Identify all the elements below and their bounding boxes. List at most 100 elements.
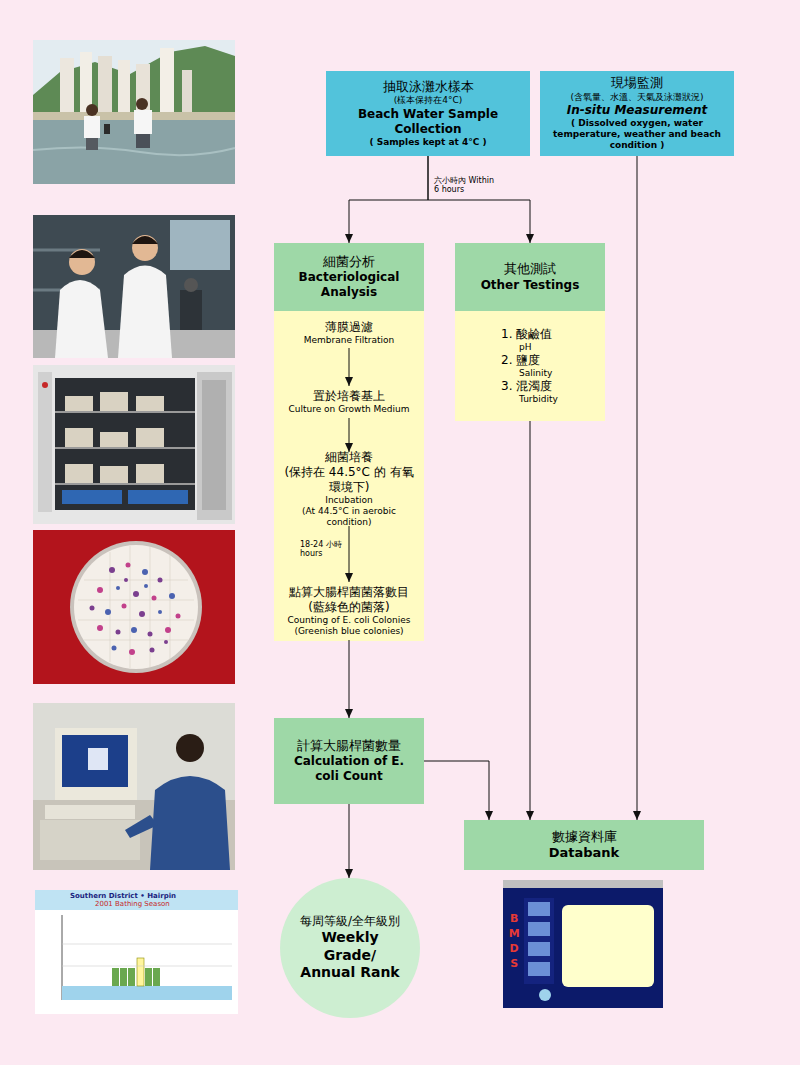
- test-list-box: 1. 酸鹼值pH2. 鹽度Salinity3. 混濁度Turbidity: [455, 311, 605, 421]
- bacteria-colony: [129, 649, 135, 655]
- node-text: Weekly Grade/ Annual Rank: [298, 929, 402, 982]
- petri-dish-photo: [70, 541, 202, 673]
- node-text: (保持在 44.5°C 的 有氧環境下): [284, 465, 414, 495]
- node-text: Membrane Filtration: [304, 335, 395, 346]
- node-text: 2. 鹽度: [501, 353, 540, 368]
- bacteria-colony: [133, 591, 139, 597]
- beach-photo: [118, 60, 130, 118]
- grade-chart-photo: [62, 986, 232, 1000]
- bacteria-colony: [90, 563, 181, 656]
- in-situ-box: 現場監測(含氧量、水溫、天氣及泳灘狀況)In-situ Measurement(…: [540, 71, 734, 156]
- node-text: 抽取泳灘水樣本: [383, 79, 474, 95]
- node-text: 其他測試: [504, 261, 556, 277]
- lab-photo: [180, 290, 202, 330]
- incubator-photo: [65, 396, 93, 411]
- bacteria-colony: [148, 632, 153, 637]
- node-text: 計算大腸桿菌數量: [297, 738, 401, 754]
- flow-arrow: [349, 348, 350, 386]
- bacteria-colony: [116, 630, 121, 635]
- petri-dish-photo: [170, 554, 171, 660]
- node-text: Databank: [549, 845, 620, 861]
- incubator-photo: [65, 428, 93, 447]
- node-text: Beach Water Sample Collection: [332, 107, 524, 137]
- photo-caption: 2001 Bathing Season: [95, 900, 205, 908]
- bacteria-colony: [158, 610, 162, 614]
- bacteria-colony: [150, 648, 155, 653]
- database-screenshot: [528, 902, 550, 916]
- node-text: 每周等級/全年級別: [300, 914, 400, 929]
- petri-dish-photo: [33, 530, 235, 684]
- database-screenshot: [539, 989, 551, 1001]
- bacteria-colony: [124, 578, 128, 582]
- beach-photo: [136, 98, 148, 110]
- incubator-photo: [33, 365, 235, 524]
- result-circle: 每周等級/全年級別Weekly Grade/ Annual Rank: [280, 878, 420, 1018]
- process-header: 細菌分析Bacteriological Analysis: [274, 243, 424, 311]
- flow-arrow: [349, 156, 428, 243]
- beach-photo: [134, 110, 152, 134]
- flow-arrow: [349, 526, 350, 582]
- node-text: 1. 酸鹼值: [501, 327, 552, 342]
- lab-photo: [132, 235, 158, 261]
- bacteria-colony: [126, 563, 131, 568]
- computer-photo: [55, 728, 137, 800]
- bacteria-colony: [116, 586, 120, 590]
- node-text: Bacteriological Analysis: [280, 270, 418, 300]
- beach-photo: [98, 56, 112, 118]
- process-step: 置於培養基上Culture on Growth Medium: [274, 386, 424, 418]
- circle-outline: [280, 878, 420, 1018]
- computer-photo: [40, 820, 140, 860]
- grade-chart-photo: [35, 890, 238, 1014]
- computer-photo: [88, 748, 108, 770]
- node-text: In-situ Measurement: [567, 103, 708, 118]
- bacteria-colony: [105, 609, 111, 615]
- node-text: Culture on Growth Medium: [288, 404, 409, 415]
- bacteria-colony: [165, 627, 171, 633]
- process-header: 其他測試Other Testings: [455, 243, 605, 311]
- incubator-photo: [100, 466, 128, 483]
- incubator-photo: [136, 428, 164, 447]
- node-text: ( Samples kept at 4°C ): [369, 137, 486, 148]
- grade-chart-photo: [145, 968, 152, 986]
- bacteria-colony: [164, 640, 168, 644]
- incubator-photo: [128, 490, 188, 504]
- node-text: Calculation of E. coli Count: [288, 754, 410, 784]
- flow-arrow: [349, 418, 350, 452]
- flow-arrow: [349, 804, 350, 878]
- sample-collection-box: 抽取泳灘水樣本(樣本保持在4°C)Beach Water Sample Coll…: [326, 71, 530, 156]
- edge-label: 六小時內 Within 6 hours: [434, 176, 500, 194]
- node-text: 置於培養基上: [313, 389, 385, 404]
- computer-photo: [33, 703, 235, 870]
- incubator-photo: [65, 464, 93, 483]
- node-text: (樣本保持在4°C): [394, 95, 463, 106]
- lab-photo: [118, 266, 172, 359]
- node-text: (含氧量、水溫、天氣及泳灘狀況): [570, 92, 703, 103]
- beach-photo: [136, 64, 150, 118]
- grade-chart-photo: [128, 968, 135, 986]
- node-text: 細菌培養: [325, 450, 373, 465]
- database-screenshot: [503, 880, 663, 888]
- lab-photo: [170, 220, 230, 270]
- bacteria-colony: [112, 646, 117, 651]
- bacteria-colony: [131, 627, 137, 633]
- petri-dish-photo: [78, 600, 194, 601]
- flow-arrow: [428, 156, 530, 243]
- database-screenshot: [528, 922, 550, 936]
- node-text: pH: [519, 342, 531, 353]
- lab-photo: [33, 215, 235, 358]
- incubator-photo: [55, 483, 195, 485]
- node-text: Incubation: [325, 495, 372, 506]
- node-text: 薄膜過濾: [325, 320, 373, 335]
- grade-chart-photo: [35, 890, 238, 1014]
- database-screenshot: [528, 962, 550, 976]
- process-step: 細菌培養(保持在 44.5°C 的 有氧環境下)Incubation(At 44…: [274, 452, 424, 526]
- petri-dish-photo: [78, 546, 194, 668]
- bacteria-colony: [144, 584, 148, 588]
- beach-photo: [86, 138, 98, 150]
- bacteria-colony: [122, 604, 127, 609]
- bacteria-colony: [142, 569, 148, 575]
- incubator-photo: [42, 382, 48, 388]
- node-text: Salinity: [519, 368, 552, 379]
- lab-photo: [69, 249, 95, 275]
- computer-photo: [45, 805, 135, 819]
